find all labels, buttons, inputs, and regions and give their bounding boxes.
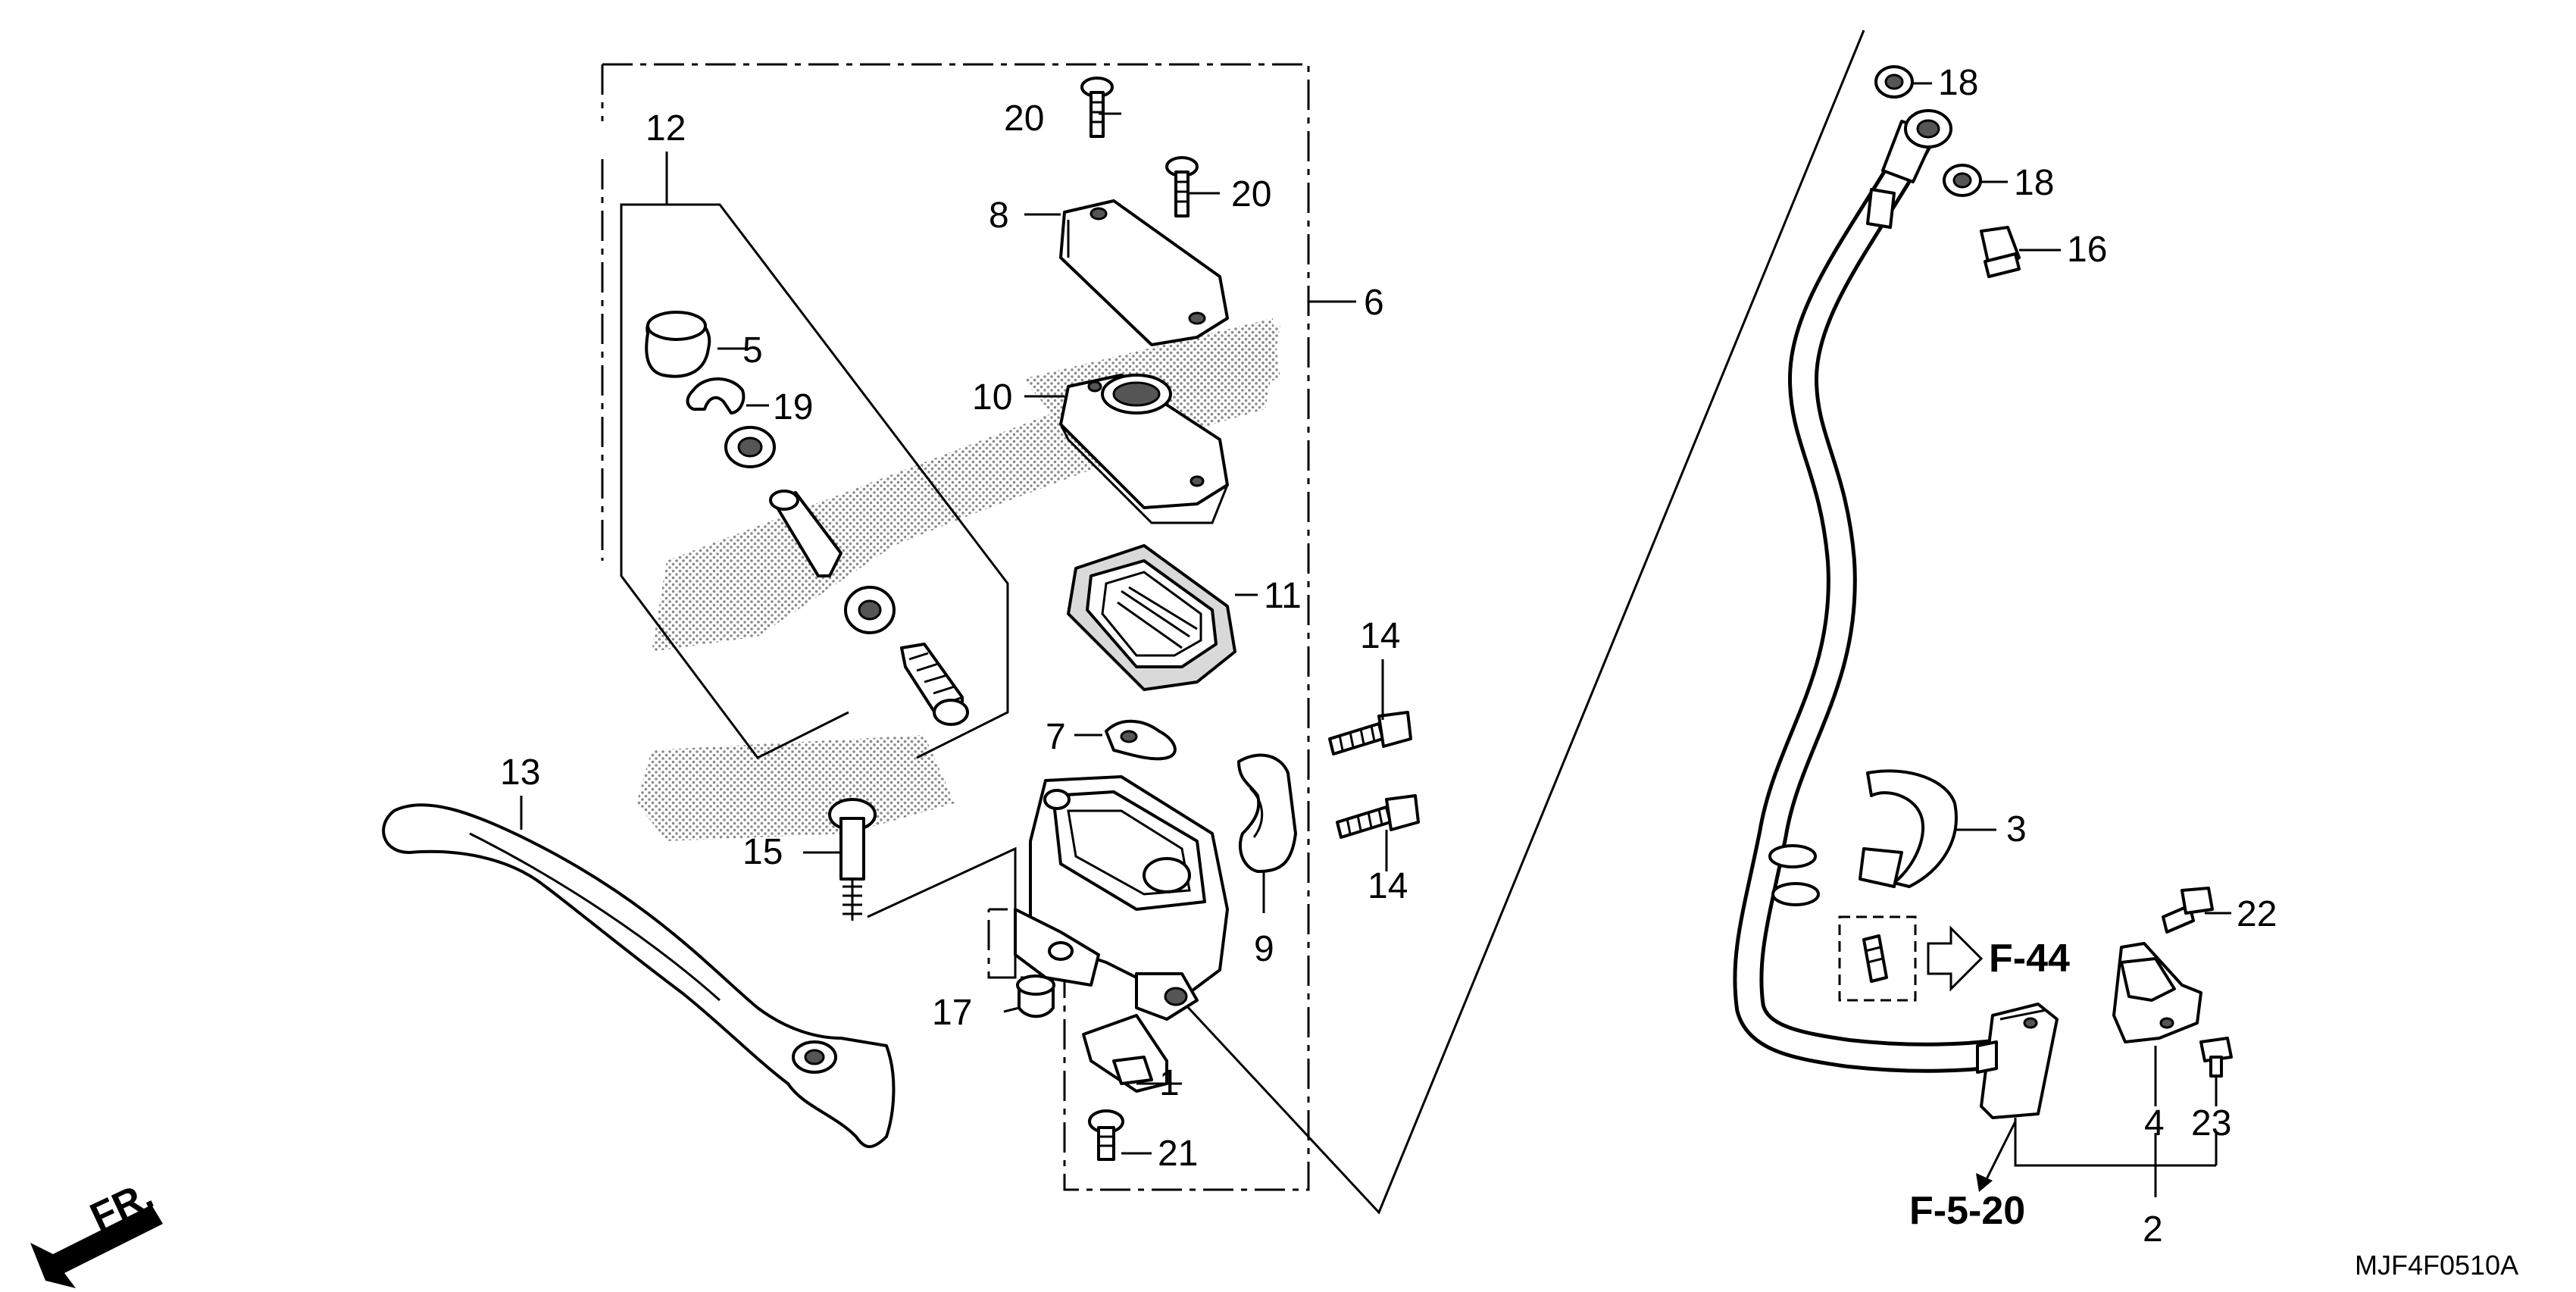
diagram-code: MJF4F0510A: [2355, 1250, 2518, 1281]
callout-11: 11: [1264, 576, 1302, 616]
bolt-14-upper: [1328, 711, 1412, 755]
callout-16: 16: [2067, 230, 2107, 270]
hose-leader-line: [1173, 30, 1865, 1215]
callout-13: 13: [500, 752, 540, 793]
washer-18-lower: [1943, 164, 1982, 197]
screw-20-mid: [1165, 156, 1199, 217]
reference-f44: F-44: [1989, 937, 2070, 981]
callout-15: 15: [742, 832, 783, 872]
pivot-bolt-15: [828, 798, 877, 921]
callout-21: 21: [1158, 1134, 1198, 1174]
holder-9: [1237, 753, 1297, 873]
callout-labels: 1 2 3 4 5 6 7 8 9 10 11 12 13 14 14 15 1…: [500, 63, 2277, 1250]
callout-2: 2: [2143, 1209, 2163, 1250]
callout-1: 1: [1159, 1063, 1180, 1103]
f44-arrow: [1927, 925, 1984, 992]
stay-4: [2112, 942, 2202, 1043]
bolt-22: [2162, 887, 2214, 934]
callout-18b: 18: [2014, 163, 2054, 203]
f44-bolt-box: [1838, 915, 1917, 1002]
callout-17: 17: [932, 993, 972, 1033]
bolt-23: [2199, 1037, 2233, 1078]
brake-lever-13: [382, 803, 896, 1149]
plate-10: [1059, 374, 1229, 524]
callout-3: 3: [2006, 809, 2027, 849]
callout-9: 9: [1254, 929, 1274, 969]
piston-rod: [769, 490, 843, 577]
plate-7: [1105, 719, 1177, 761]
f520-leader: [1984, 1121, 2017, 1183]
washer-piston: [724, 426, 776, 468]
rubber-17: [1016, 974, 1055, 1018]
callout-5: 5: [742, 330, 763, 371]
callout-14a: 14: [1360, 616, 1400, 656]
sensor-block-2: [1976, 1003, 2059, 1119]
callout-8: 8: [989, 196, 1009, 236]
brake-hose: [1733, 109, 2015, 1073]
bolt-16: [1980, 226, 2021, 278]
reservoir-cap-8: [1059, 199, 1229, 346]
callout-20b: 20: [1231, 174, 1271, 214]
washer-18-top: [1874, 65, 1914, 99]
callout-22: 22: [2237, 894, 2277, 934]
screw-21: [1088, 1109, 1124, 1161]
spring: [900, 643, 969, 726]
callout-6: 6: [1364, 283, 1384, 323]
callout-20a: 20: [1004, 99, 1044, 139]
switch-1: [1082, 1014, 1168, 1093]
screw-20-top: [1080, 77, 1114, 138]
boot-5: [645, 311, 711, 378]
callout-14b: 14: [1368, 866, 1408, 906]
diaphragm-11: [1067, 544, 1236, 691]
callout-23: 23: [2191, 1103, 2231, 1143]
callout-10: 10: [972, 377, 1012, 418]
callout-19: 19: [773, 387, 813, 427]
reference-f5-20: F-5-20: [1909, 1189, 2025, 1233]
callout-leaders: [520, 82, 2231, 1197]
circlip-19: [686, 377, 746, 415]
f520-arrowhead: [1976, 1173, 1993, 1192]
callout-18a: 18: [1938, 63, 1978, 103]
callout-4: 4: [2144, 1103, 2165, 1143]
cup: [844, 586, 896, 634]
callout-12: 12: [646, 108, 686, 149]
hose-guide-3: [1859, 769, 1958, 888]
callout-7: 7: [1046, 717, 1066, 757]
front-direction-arrow: FR.: [30, 1173, 163, 1288]
bolt-14-lower: [1336, 794, 1420, 839]
master-cylinder-body: [1014, 775, 1229, 1021]
